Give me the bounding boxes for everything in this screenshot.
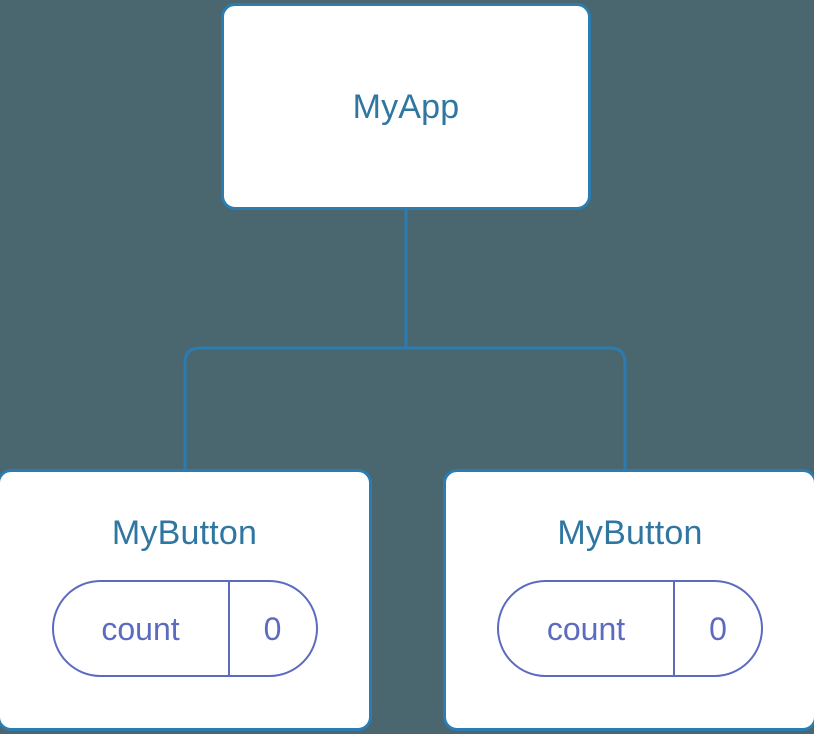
state-value: 0 bbox=[263, 610, 282, 647]
node-mybutton-1[interactable]: MyButton count 0 bbox=[0, 469, 372, 731]
node-title: MyButton bbox=[111, 514, 258, 552]
node-title: MyApp bbox=[352, 87, 460, 126]
node-title: MyButton bbox=[557, 514, 703, 552]
state-pill[interactable]: count 0 bbox=[497, 580, 763, 677]
state-pill[interactable]: count 0 bbox=[51, 580, 318, 677]
state-value: 0 bbox=[709, 610, 727, 647]
state-key: count bbox=[499, 582, 675, 675]
node-myapp[interactable]: MyApp bbox=[221, 3, 591, 210]
state-key: count bbox=[54, 582, 230, 675]
connector-branch-right bbox=[406, 346, 627, 472]
node-mybutton-2[interactable]: MyButton count 0 bbox=[443, 469, 814, 731]
connector-branch-left bbox=[183, 346, 406, 472]
